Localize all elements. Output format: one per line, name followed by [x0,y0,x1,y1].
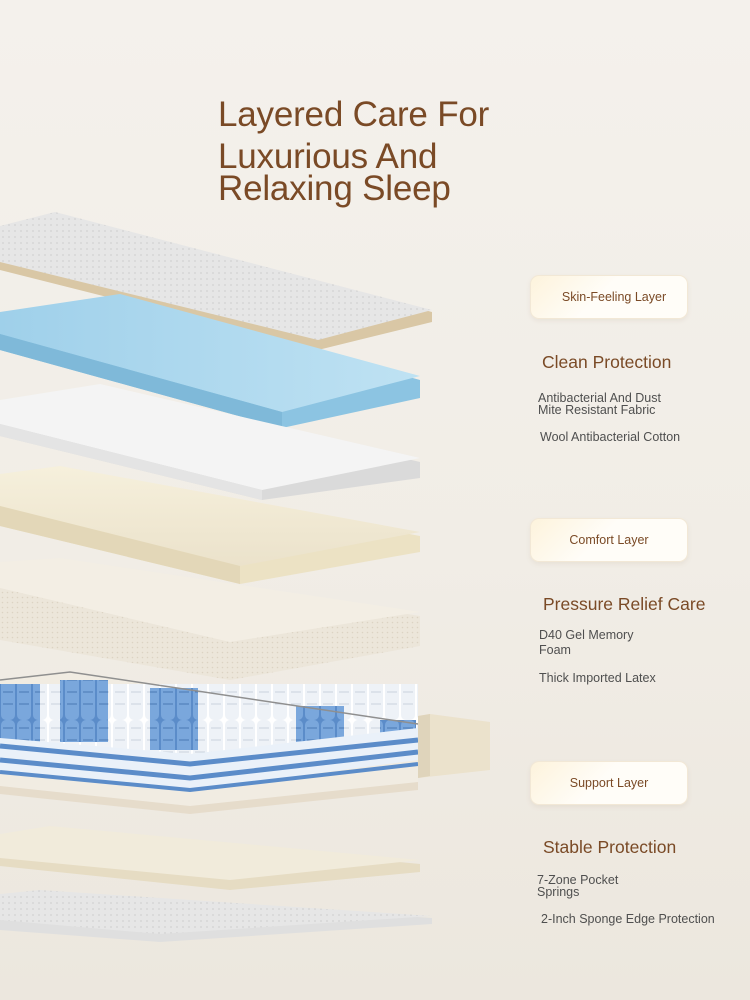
bottom-fabric-layer [0,890,432,942]
badge-label: Comfort Layer [569,533,649,547]
skin-feeling-layer-badge: Skin-Feeling Layer [530,275,688,319]
memory-foam-layer [0,466,420,584]
feature-imported-latex: Thick Imported Latex [539,671,656,685]
feature-antibacterial-fabric: Antibacterial And Dust Mite Resistant Fa… [538,391,661,417]
feature-gel-memory-foam: D40 Gel Memory Foam [539,628,634,657]
pressure-relief-heading: Pressure Relief Care [543,594,706,614]
support-foam-layer [0,826,420,890]
title-line-2: Luxurious And [218,137,438,176]
stable-protection-heading: Stable Protection [543,837,677,857]
clean-protection-heading: Clean Protection [542,352,672,372]
support-layer-badge: Support Layer [530,761,688,805]
gel-foam-layer [0,294,420,428]
title-line-3: Relaxing Sleep [218,169,451,208]
feature-wool-cotton: Wool Antibacterial Cotton [540,430,681,444]
page-title: Layered Care For Luxurious And Relaxing … [218,96,489,208]
feature-pocket-springs: 7-Zone Pocket Springs [537,873,619,899]
badge-label: Support Layer [569,776,649,790]
comfort-layer-badge: Comfort Layer [530,518,688,562]
feature-sponge-edge: 2-Inch Sponge Edge Protection [541,912,715,926]
pocket-spring-layer [0,671,490,814]
badge-label: Skin-Feeling Layer [561,290,667,304]
latex-layer [0,558,420,680]
wool-cotton-layer [0,384,420,500]
quilted-top-layer [0,212,432,350]
title-line-1: Layered Care For [218,95,490,134]
